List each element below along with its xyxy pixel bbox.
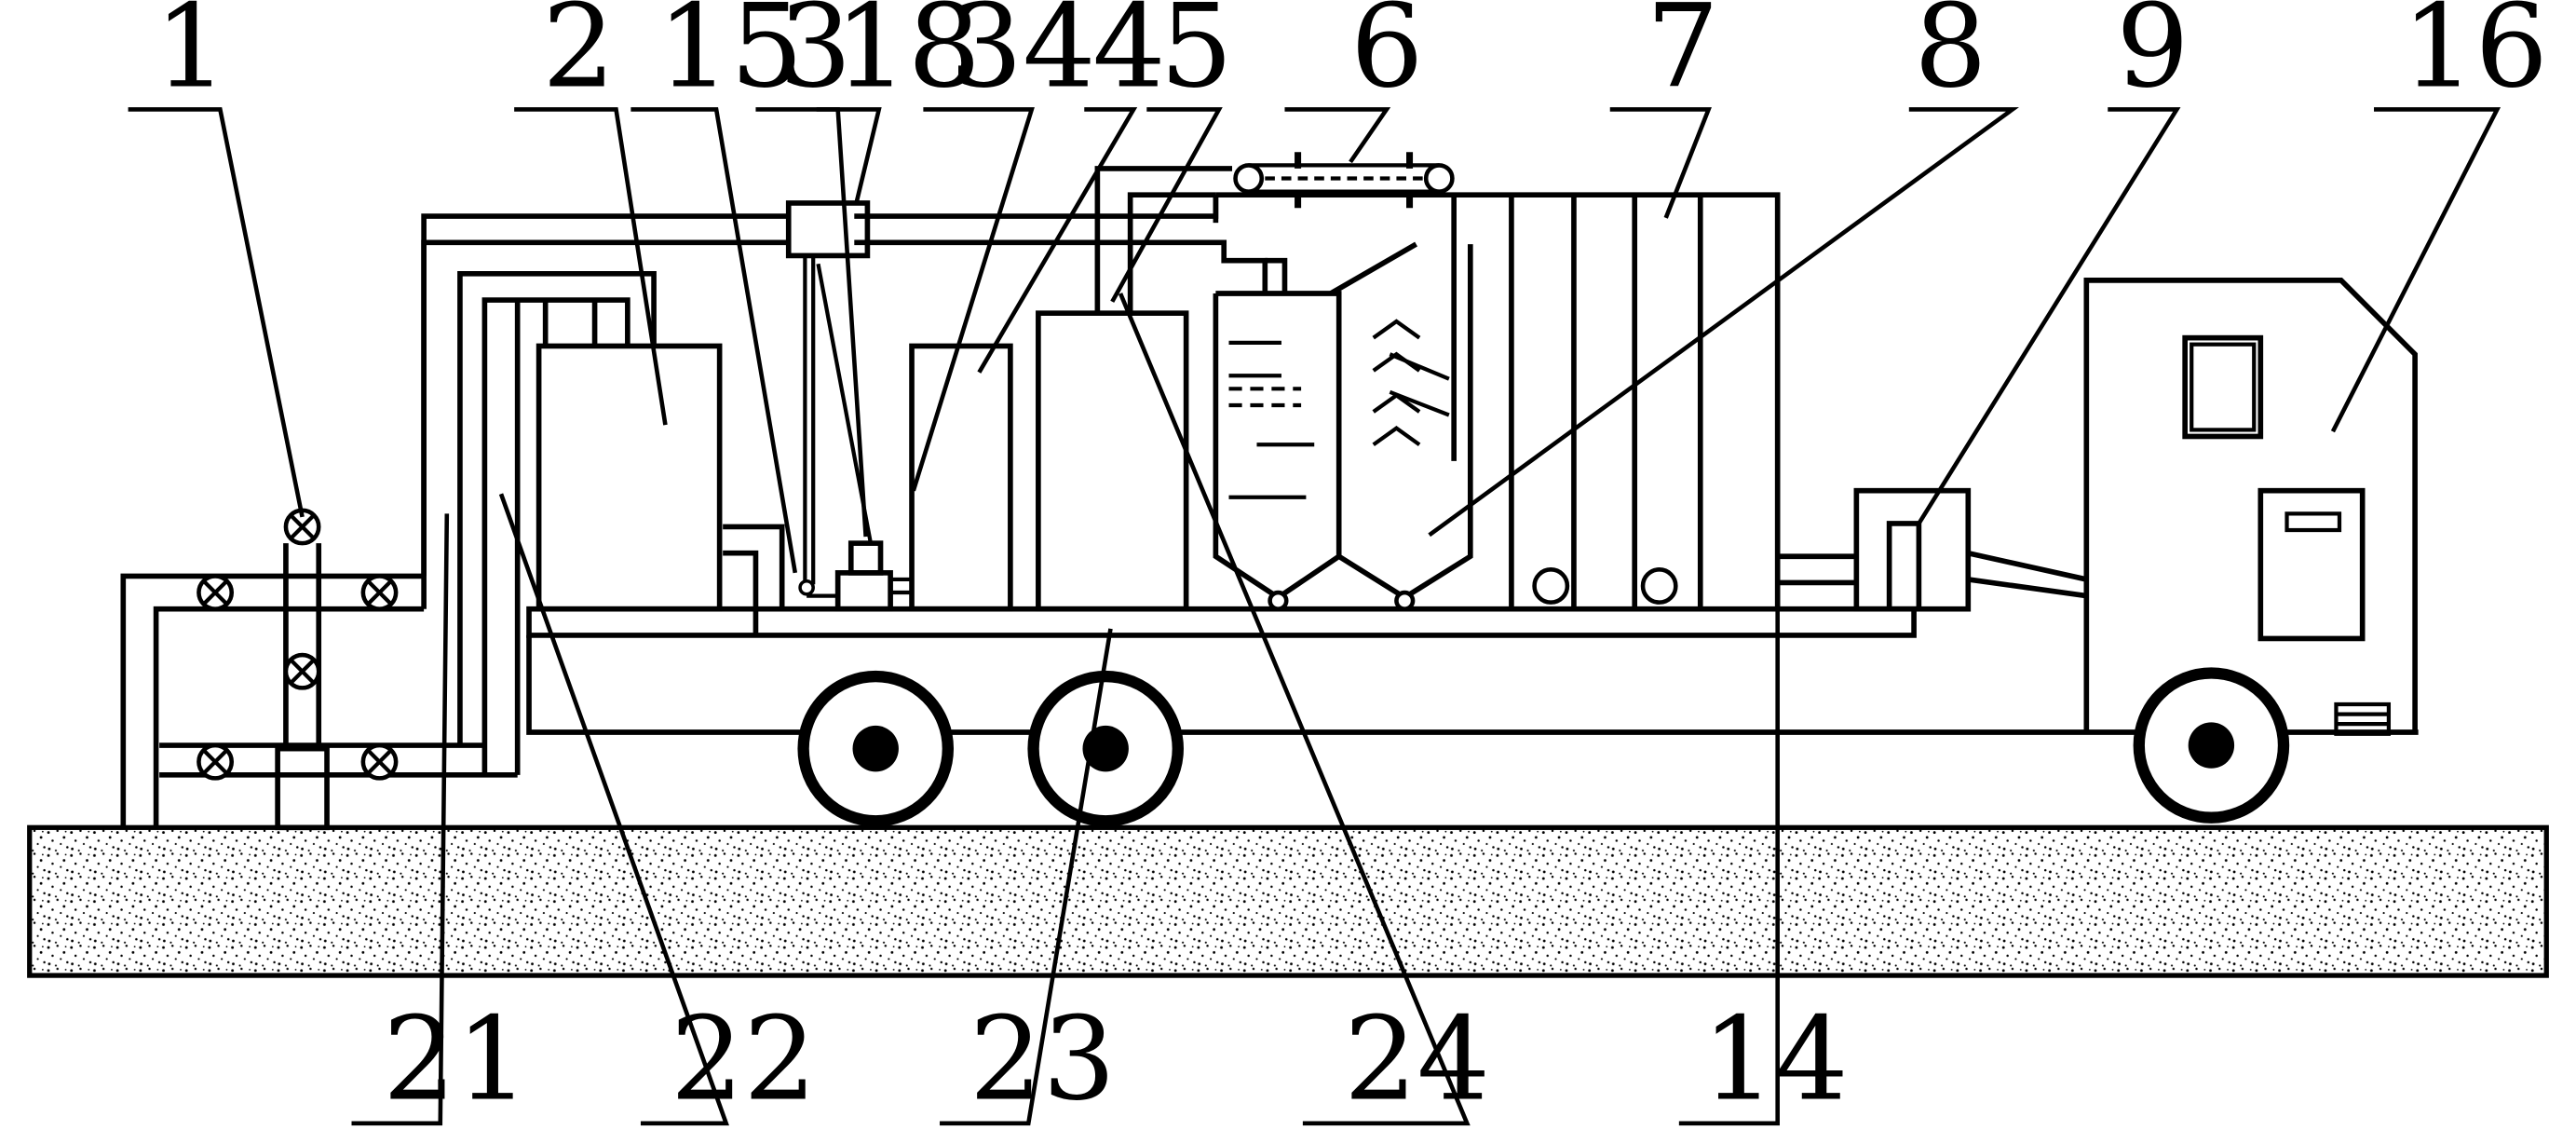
unit-9 [1777, 487, 2087, 612]
part-label-7: 7 [1647, 0, 1720, 115]
part-label-22: 22 [671, 992, 817, 1126]
part-label-18: 18 [834, 0, 981, 115]
part-label-23: 23 [969, 992, 1116, 1126]
pipes [421, 166, 1288, 775]
part-labels: 1 2 15 3 18 34 4 5 6 7 8 9 16 21 22 23 2… [155, 0, 2548, 1126]
valve-icon [197, 508, 399, 781]
part-label-8: 8 [1914, 0, 1987, 115]
treatment-unit-7 [1213, 192, 1781, 611]
part-label-34: 34 [950, 0, 1096, 115]
part-label-15: 15 [658, 0, 804, 115]
tank-2 [536, 343, 723, 612]
conveyor-6 [1233, 152, 1455, 209]
leader-lines [128, 107, 2501, 1126]
part-label-9: 9 [2116, 0, 2190, 115]
truck-cab-16 [2083, 278, 2418, 736]
part-label-24: 24 [1344, 992, 1490, 1126]
part-label-3: 3 [779, 0, 852, 115]
part-label-5: 5 [1159, 0, 1233, 115]
pump-3 [834, 540, 913, 612]
truck-bed [526, 524, 2419, 735]
part-label-14: 14 [1702, 992, 1849, 1126]
tank-5 [1036, 310, 1189, 612]
part-label-1: 1 [155, 0, 228, 115]
part-label-4: 4 [1092, 0, 1166, 115]
part-label-21: 21 [383, 992, 529, 1126]
part-label-16: 16 [2402, 0, 2548, 115]
tank-4 [909, 343, 1013, 612]
wheels [797, 667, 2290, 827]
part-label-2: 2 [542, 0, 616, 115]
ground [27, 824, 2549, 978]
part-label-6: 6 [1350, 0, 1424, 115]
